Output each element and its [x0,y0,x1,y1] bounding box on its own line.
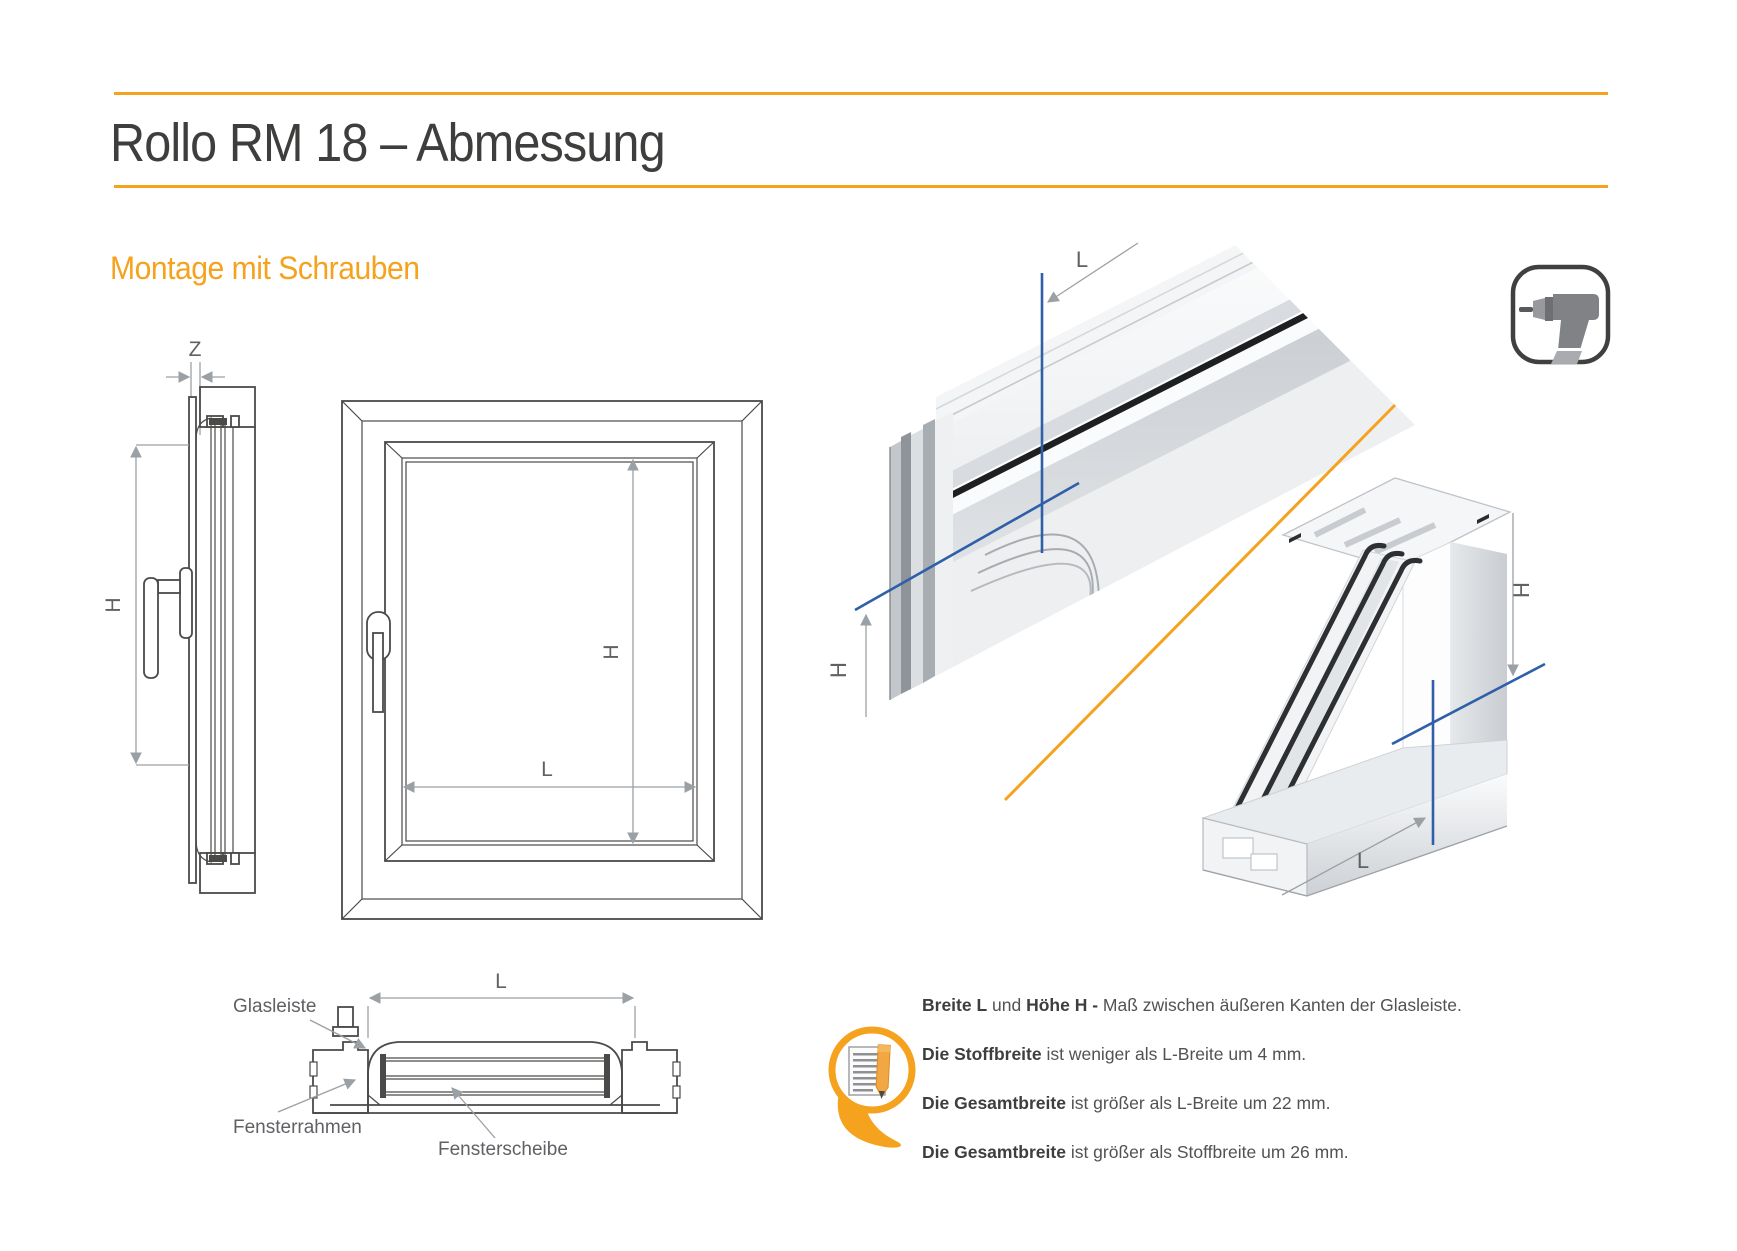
dim-label-h-front: H [600,644,623,659]
render-corner-section: H L [1201,477,1546,897]
note-bold: Die Gesamtbreite [922,1093,1066,1113]
header-top-rule [114,92,1608,95]
section-subtitle: Montage mit Schrauben [110,250,420,286]
note-line: Die Gesamtbreite ist größer als Stoffbre… [922,1141,1482,1163]
window-handle-side [179,567,193,639]
note-text: Maß zwischen äußeren Kanten der Glasleis… [1102,995,1462,1015]
crosshair-diagonal-blue-2 [1391,662,1546,746]
note-bold: Die Stoffbreite [922,1044,1042,1064]
note-bold: Höhe H - [1026,995,1103,1015]
section-drawing: L Glasleiste Fensterrahmen Fenstersch [233,970,681,1160]
dim-label-h-side: H [102,597,125,612]
render-window-top-corner: L H [826,242,1415,802]
side-view-drawing: Z H [102,338,256,894]
page-title: Rollo RM 18 – Abmessung [110,113,666,173]
note-line: Die Stoffbreite ist weniger als L-Breite… [922,1043,1482,1065]
dim-label-l-render-top: L [1076,247,1088,272]
dim-label-h-render-corner: H [1509,582,1534,598]
dim-label-h-render-top: H [826,662,851,678]
dim-label-l-render-corner: L [1357,848,1369,873]
label-glasleiste: Glasleiste [233,996,316,1017]
note-line: Breite L und Höhe H - Maß zwischen äußer… [922,994,1482,1016]
crosshair-diagonal-blue [854,481,1080,612]
note-text: ist weniger als L-Breite um 4 mm. [1041,1044,1307,1064]
front-view-drawing: H L [341,400,763,920]
notes-block: Breite L und Höhe H - Maß zwischen äußer… [922,994,1482,1190]
note-pencil-icon [828,1026,916,1148]
note-text: ist größer als L-Breite um 22 mm. [1065,1093,1331,1113]
note-bold: Die Gesamtbreite [922,1142,1066,1162]
label-fensterrahmen: Fensterrahmen [233,1117,362,1138]
note-text: ist größer als Stoffbreite um 26 mm. [1065,1142,1349,1162]
title-underline-rule [114,185,1608,188]
orange-diagonal-line [1003,403,1397,802]
dim-label-l-section: L [495,970,507,993]
drill-icon [1510,264,1611,365]
dim-label-l-front: L [541,758,553,781]
profile-cut-ribs [889,412,953,700]
dim-label-z: Z [189,338,202,361]
label-fensterscheibe: Fensterscheibe [438,1139,568,1160]
note-bold: Breite L [922,995,988,1015]
note-line: Die Gesamtbreite ist größer als L-Breite… [922,1092,1482,1114]
note-text: und [987,995,1027,1015]
